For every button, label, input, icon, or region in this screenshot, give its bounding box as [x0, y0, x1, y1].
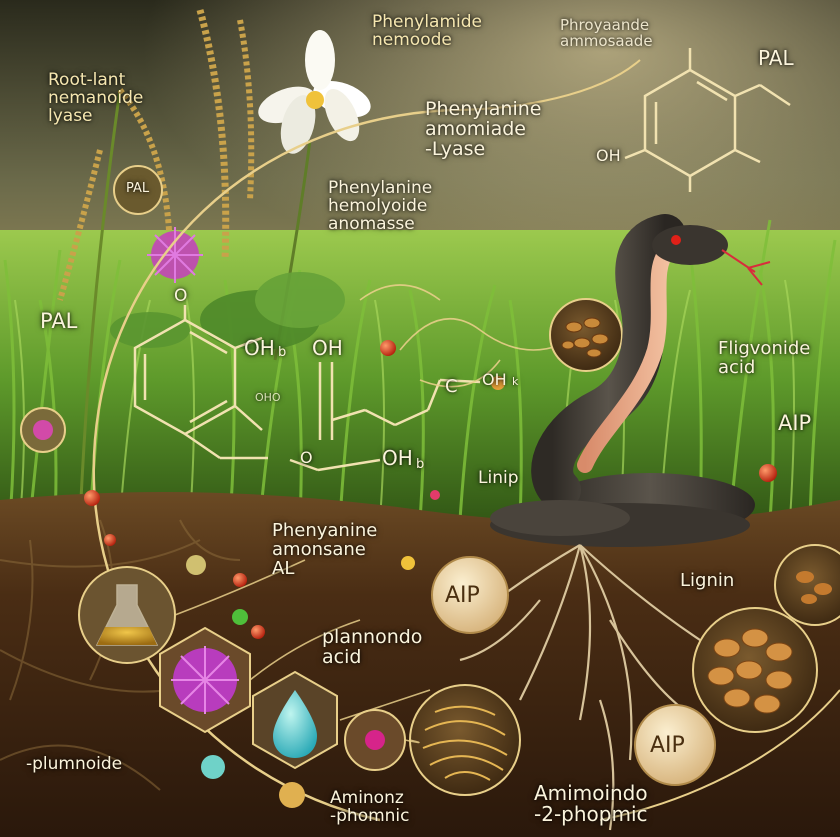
label-oh-top-ring: OH [596, 146, 621, 165]
aip-badge-center [431, 556, 509, 634]
berry-icon [84, 340, 777, 808]
label-phroyaande: Phroyaande ammosaade [560, 16, 653, 50]
label-aip-bottom: AIP [650, 733, 685, 758]
label-oho-faint: OHO [255, 391, 281, 404]
label-phenylanine-amomiade-lyase: Phenylanine amomiade -Lyase [425, 98, 542, 160]
pal-badge-icon [113, 165, 163, 215]
label-plannondo-acid: plannondo acid [322, 626, 423, 668]
label-c-mark: C [445, 376, 458, 397]
label-o-right: O [300, 448, 313, 467]
label-oh-4: OH [382, 446, 413, 470]
seed-pile-icon [774, 544, 840, 626]
aip-badge-bottom [634, 704, 716, 786]
flask-icon [78, 566, 176, 664]
cycle-arc [92, 108, 451, 822]
label-phenylamide-nemoode: Phenylamide nemoode [372, 12, 482, 50]
seed-pile-icon [549, 298, 623, 372]
label-oh-2: OH [312, 336, 343, 360]
seed-pile-icon [692, 607, 818, 733]
label-phenyanine-amonsane: Phenyanine amonsane AL [272, 520, 378, 579]
root-bundle-icon [409, 684, 521, 796]
label-pal-left: PAL [40, 309, 78, 333]
label-o-top: O [174, 286, 188, 306]
berry-cluster-icon [344, 709, 406, 771]
white-flower-icon [258, 30, 371, 361]
label-linip: Linip [478, 468, 519, 488]
label-fligvonide-acid: Fligvonide acid [718, 338, 811, 378]
label-oh-sub-1: b [278, 345, 287, 360]
label-oh-1: OH [244, 336, 275, 360]
thistle-flower-icon [159, 626, 251, 734]
phenol-ring-icon [624, 48, 791, 192]
label-aip-right: AIP [778, 411, 812, 435]
label-pal-top-right: PAL [758, 46, 794, 70]
snake-icon [490, 214, 771, 547]
label-lignin: Lignin [680, 570, 735, 591]
label-oh-sub-2: k [512, 375, 519, 388]
thistle-flower-icon [147, 227, 203, 283]
label-oh-sub-3: b [416, 457, 425, 472]
label-pal-badge: PAL [126, 181, 150, 196]
label-oh-3: OH [482, 370, 507, 389]
label-root-lant-lyase: Root-lant nemanoide lyase [48, 70, 144, 126]
droplet-icon [252, 670, 338, 770]
label-plumnoide: -plumnoide [26, 754, 123, 774]
label-phenylanine-hemolyoide: Phenylanine hemolyoide anomasse [328, 178, 433, 234]
root-system [459, 544, 701, 831]
label-amimoindo-phopmic: Amimoindo -2-phopmic [534, 781, 648, 826]
label-aip-center: AIP [445, 583, 480, 608]
leaf-cluster [110, 272, 345, 350]
label-aminonz-phomnic: Aminonz -phomnic [330, 788, 410, 826]
